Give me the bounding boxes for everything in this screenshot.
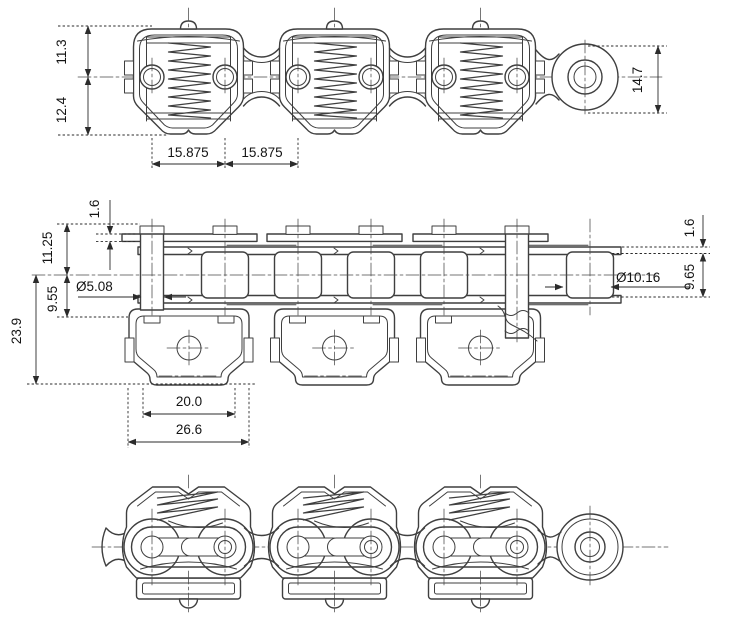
- dim-top-below-center: 12.4: [54, 96, 69, 123]
- dim-top-plate-height: 14.7: [630, 67, 645, 93]
- dim-side-roller-diameter: Ø10.16: [616, 270, 660, 285]
- bottom-view: [91, 474, 669, 616]
- dim-side-roller-face: 9.65: [682, 264, 697, 290]
- dim-side-clip-outer-width: 26.6: [176, 422, 202, 437]
- dim-side-center-to-clip-top: 9.55: [45, 286, 60, 312]
- side-view: [31, 218, 657, 386]
- dim-top-pitch2: 15.875: [241, 145, 282, 160]
- dimensions-top-view: 11.3 12.4 15.875 15.875 14.7: [54, 25, 667, 170]
- dim-side-pin-diameter: Ø5.08: [76, 279, 113, 294]
- dim-side-clip-inner-width: 20.0: [176, 394, 202, 409]
- dimensions-side-view: 1.6 11.25 9.55 23.9 Ø5.08 Ø10.16 1.6 9.6…: [9, 200, 710, 448]
- dim-top-above-center: 11.3: [54, 39, 69, 64]
- top-view: [77, 7, 663, 135]
- dim-side-top-to-center: 11.25: [40, 232, 55, 265]
- dim-side-center-to-clip-bottom: 23.9: [9, 318, 24, 344]
- dim-side-plate-thk-right: 1.6: [682, 219, 697, 238]
- dim-side-plate-thk-left: 1.6: [87, 200, 102, 219]
- dim-top-pitch1: 15.875: [167, 145, 208, 160]
